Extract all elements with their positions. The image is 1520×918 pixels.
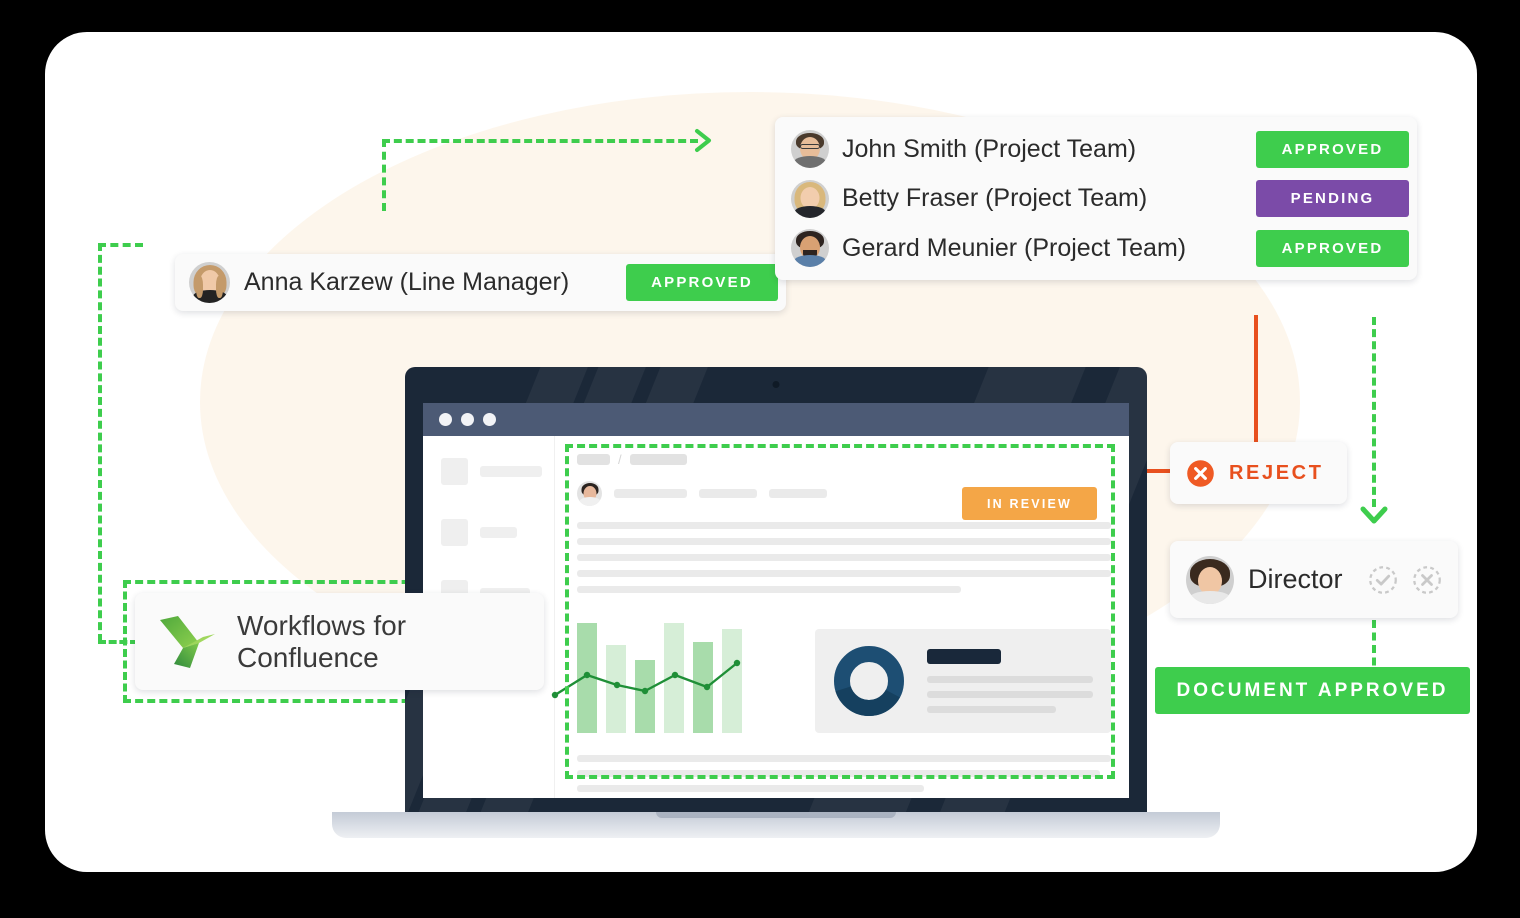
product-card-label: Workflows for Confluence xyxy=(237,609,407,673)
donut-legend-line-3 xyxy=(927,706,1057,713)
line-manager-name: Anna Karzew (Line Manager) xyxy=(244,268,570,296)
gerard-meunier-avatar xyxy=(791,229,829,267)
laptop-base xyxy=(332,812,1220,838)
browser-dot-1[interactable] xyxy=(439,413,452,426)
donut-panel xyxy=(815,629,1111,733)
bar-line-chart xyxy=(551,623,789,733)
workflows-for-confluence-logo xyxy=(160,615,215,668)
john-smith-avatar xyxy=(791,130,829,168)
content-charts-row xyxy=(551,623,1111,733)
reject-card[interactable]: REJECT xyxy=(1170,442,1347,504)
project-team-member-status-badge: APPROVED xyxy=(1256,229,1409,267)
in-review-badge-label: IN REVIEW xyxy=(986,496,1073,511)
project-team-member-status-label: APPROVED xyxy=(1281,140,1384,158)
connector-left-vertical xyxy=(98,243,102,642)
bar-2 xyxy=(606,645,626,733)
browser-dot-3[interactable] xyxy=(483,413,496,426)
connector-anna-left-stub xyxy=(98,243,143,247)
project-team-member-name: John Smith (Project Team) xyxy=(842,134,1137,163)
project-team-member-name: Gerard Meunier (Project Team) xyxy=(842,233,1187,262)
connector-anna-to-team-vertical xyxy=(382,139,386,211)
content-author-row xyxy=(577,481,1111,506)
project-team-member-status-badge: PENDING xyxy=(1256,180,1409,217)
app-content: / xyxy=(551,436,1129,798)
donut-chart xyxy=(834,646,904,716)
project-team-card[interactable]: John Smith (Project Team) APPROVED Betty… xyxy=(775,117,1417,280)
document-approved-badge: DOCUMENT APPROVED xyxy=(1155,667,1470,714)
line-manager-status-badge: APPROVED xyxy=(626,264,778,301)
bar-6 xyxy=(722,628,742,733)
director-avatar xyxy=(1186,555,1234,604)
anna-karzew-avatar xyxy=(189,262,230,303)
project-team-member-name: Betty Fraser (Project Team) xyxy=(842,184,1148,212)
document-approved-label: DOCUMENT APPROVED xyxy=(1176,679,1449,701)
connector-arrowhead-to-director xyxy=(1360,506,1388,524)
betty-fraser-avatar xyxy=(791,179,829,218)
project-team-member-status-label: PENDING xyxy=(1290,190,1375,207)
dashed-circle-x-icon[interactable] xyxy=(1412,565,1442,595)
laptop-lid: / xyxy=(405,367,1147,812)
donut-legend-title xyxy=(927,649,1001,664)
dashed-circle-check-icon[interactable] xyxy=(1368,565,1398,595)
content-paragraph xyxy=(577,522,1111,593)
sidebar-icon-2 xyxy=(441,519,468,546)
director-card[interactable]: Director xyxy=(1170,541,1458,618)
director-name: Director xyxy=(1248,564,1343,594)
in-review-badge: IN REVIEW xyxy=(962,487,1097,520)
donut-legend-line-1 xyxy=(927,676,1093,683)
connector-director-to-approved xyxy=(1372,620,1376,678)
connector-anna-to-team-horizontal xyxy=(382,139,698,143)
connector-team-to-director xyxy=(1372,317,1376,507)
sidebar-item-1[interactable] xyxy=(441,458,554,485)
product-card[interactable]: Workflows for Confluence xyxy=(135,593,544,690)
line-manager-status-label: APPROVED xyxy=(651,274,753,291)
laptop-camera xyxy=(772,381,780,388)
connector-team-to-reject xyxy=(1254,315,1258,444)
connector-arrowhead-to-team xyxy=(695,129,711,152)
sidebar-icon-1 xyxy=(441,458,468,485)
project-team-member-row[interactable]: Gerard Meunier (Project Team) APPROVED xyxy=(791,226,1409,270)
sidebar-label-2 xyxy=(480,527,517,538)
bar-5 xyxy=(693,641,713,733)
project-team-member-row[interactable]: John Smith (Project Team) APPROVED xyxy=(791,127,1409,171)
project-team-member-row[interactable]: Betty Fraser (Project Team) PENDING xyxy=(791,177,1409,221)
sidebar-label-1 xyxy=(480,466,542,477)
content-breadcrumb: / xyxy=(577,452,1111,467)
project-team-member-status-badge: APPROVED xyxy=(1256,130,1409,168)
circle-x-icon xyxy=(1187,459,1214,487)
connector-left-to-product xyxy=(98,640,138,644)
reject-label: REJECT xyxy=(1229,461,1324,484)
bar-3 xyxy=(635,660,655,733)
project-team-member-status-label: APPROVED xyxy=(1281,239,1384,257)
donut-legend-line-2 xyxy=(927,691,1093,698)
content-author-avatar xyxy=(577,481,602,506)
laptop-base-notch xyxy=(656,812,896,818)
trend-line xyxy=(551,659,741,699)
line-manager-card[interactable]: Anna Karzew (Line Manager) APPROVED xyxy=(175,254,786,311)
sidebar-item-2[interactable] xyxy=(441,519,554,546)
content-footer-lines xyxy=(577,755,1111,792)
illustration-card: / xyxy=(45,32,1477,872)
browser-window-controls xyxy=(423,403,1129,436)
browser-dot-2[interactable] xyxy=(461,413,474,426)
